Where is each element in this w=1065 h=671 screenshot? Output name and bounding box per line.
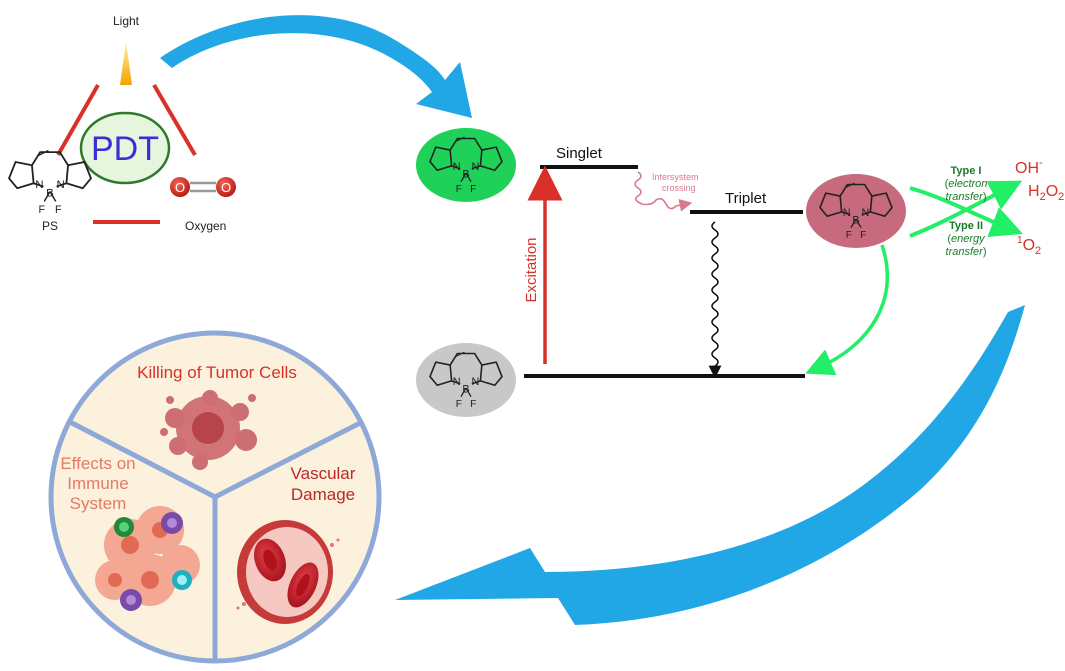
isc-label-2: crossing (662, 183, 696, 193)
return-arrow (805, 244, 889, 376)
immune-label-2: Immune (67, 474, 128, 493)
vascular-label-2: Damage (291, 485, 355, 504)
triplet-label: Triplet (725, 190, 767, 207)
type2-desc-2: transfer) (946, 246, 987, 258)
ps-label: PS (42, 219, 58, 233)
light-icon (120, 42, 132, 85)
singlet-molecule-bg (416, 128, 516, 202)
svg-text:F: F (55, 204, 62, 216)
killing-label: Killing of Tumor Cells (137, 363, 297, 382)
ground-molecule: N N B F F (429, 351, 503, 410)
pdt-ellipse (79, 111, 171, 185)
reaction-types: Type I (electron transfer) Type II (ener… (909, 157, 1064, 258)
type1-desc: (electron (945, 178, 988, 190)
singlet-oxygen-label: 1O2 (1017, 235, 1041, 257)
ground-molecule-bg (416, 343, 516, 417)
vascular-label-1: Vascular (291, 464, 356, 483)
ps-molecule: N N B F F (8, 149, 92, 216)
svg-text:N: N (57, 179, 65, 191)
triplet-molecule-bg (806, 174, 906, 248)
svg-text:N: N (471, 161, 479, 173)
isc-label-1: Intersystem (652, 172, 699, 182)
svg-text:B: B (852, 214, 859, 226)
svg-text:O: O (175, 180, 185, 195)
blood-vessel-icon (236, 520, 340, 624)
light-label: Light (113, 14, 140, 28)
oxygen-molecule: O O (170, 177, 236, 197)
type1-desc-2: transfer) (946, 191, 987, 203)
isc-arrow (634, 171, 693, 212)
svg-text:N: N (453, 376, 461, 388)
svg-text:F: F (470, 399, 476, 410)
excitation-label: Excitation (523, 237, 540, 302)
type2-title: Type II (949, 220, 983, 232)
svg-text:N: N (471, 376, 479, 388)
svg-text:N: N (843, 207, 851, 219)
tumor-cell-icon (160, 390, 257, 470)
svg-text:N: N (453, 161, 461, 173)
svg-text:F: F (860, 230, 866, 241)
singlet-molecule: N N B F F (429, 136, 503, 195)
pdt-triangle: Light PDT N N B F F PS O O Oxygen (8, 14, 236, 233)
oxygen-label: Oxygen (185, 219, 226, 233)
relaxation-arrow (708, 221, 722, 379)
type2-desc: (energy (947, 233, 986, 245)
effects-circle: Killing of Tumor Cells Effects on Immune… (48, 330, 382, 664)
type1-title: Type I (951, 165, 982, 177)
svg-text:F: F (456, 399, 462, 410)
svg-text:F: F (456, 184, 462, 195)
oh-label: OH- (1015, 157, 1043, 177)
immune-label-1: Effects on (60, 454, 135, 473)
svg-text:F: F (846, 230, 852, 241)
svg-text:N: N (861, 207, 869, 219)
triplet-molecule: N N B F F (819, 182, 893, 241)
h2o2-label: H2O2 (1028, 183, 1064, 203)
top-curved-arrow (160, 15, 472, 118)
singlet-label: Singlet (556, 145, 603, 162)
immune-cells-icon (95, 506, 200, 611)
jablonski-diagram: N N B F F N N B F F N N B F F Singlet (416, 128, 906, 417)
svg-text:O: O (221, 180, 231, 195)
pdt-label: PDT (91, 130, 159, 168)
svg-text:B: B (462, 383, 469, 395)
svg-text:B: B (462, 168, 469, 180)
svg-text:B: B (46, 187, 54, 199)
svg-text:F: F (470, 184, 476, 195)
bottom-curved-arrow (395, 305, 1025, 625)
svg-text:N: N (35, 179, 43, 191)
svg-text:F: F (39, 204, 46, 216)
immune-label-3: System (70, 494, 127, 513)
